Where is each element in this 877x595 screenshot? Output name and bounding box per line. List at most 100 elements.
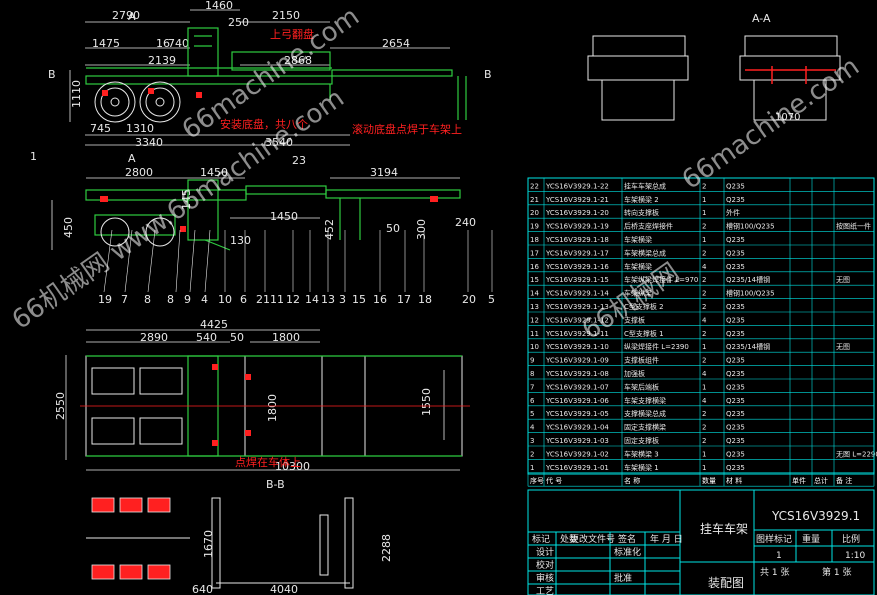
part-no-17: 17 [397, 293, 411, 306]
dim-top-3: 250 [228, 16, 249, 29]
section-dim: 1070 [775, 112, 800, 123]
bom-cell-material: Q235 [726, 263, 745, 271]
dim-bottom-3: 3340 [135, 136, 163, 149]
tb-label-3: 签名 [618, 533, 636, 545]
drawing-type: 装配图 [708, 576, 744, 590]
dim-bottom-2: 1310 [126, 122, 154, 135]
part-no-9: 9 [184, 293, 191, 306]
plan-dim-inner-vertical: 1800 [266, 394, 279, 422]
part-no-16: 16 [373, 293, 387, 306]
section-a-bottom: A [128, 152, 136, 165]
bom-cell-qty: 2 [702, 410, 706, 418]
bom-cell-qty: 1 [702, 196, 706, 204]
bom-cell-code: YCS16V3929.1-20 [545, 209, 609, 217]
tb-label-2: 更改文件号 [570, 533, 615, 545]
bom-cell-code: YCS16V3929.1-12 [545, 316, 609, 324]
title-block [527, 489, 875, 595]
bottom-view-title: B-B [266, 478, 285, 491]
tb-label-5: 设计 [536, 546, 554, 558]
side-dim-left-1: 450 [62, 217, 75, 238]
dim-inner-1: 2139 [148, 54, 176, 67]
dim-top-2: 1460 [205, 0, 233, 12]
bom-cell-name: 固定支撑横梁 [624, 423, 666, 432]
bom-cell-no: 16 [530, 263, 539, 271]
part-no-8b: 8 [167, 293, 174, 306]
bom-cell-qty: 2 [702, 303, 706, 311]
part-no-20: 20 [462, 293, 476, 306]
side-dim-top-4: 3194 [370, 166, 398, 179]
bom-cell-name: 车架横梁总成 [624, 248, 666, 257]
bom-cell-material: Q235/14槽钢 [726, 342, 770, 351]
bom-cell-material: Q235 [726, 303, 745, 311]
side-dim-inner-5: 50 [386, 222, 400, 235]
dim-top-4: 2150 [272, 9, 300, 22]
plan-dim-top-4: 50 [230, 331, 244, 344]
bottom-dim-4: 4040 [270, 583, 298, 595]
bom-cell-note: 按图纸一件 [836, 222, 871, 231]
side-dim-inner-3: 452 [323, 219, 336, 240]
weight-label: 重量 [802, 533, 820, 545]
bom-cell-no: 12 [530, 316, 539, 324]
dim-left-height: 1110 [70, 80, 83, 108]
tb-label-8: 校对 [536, 559, 554, 571]
bom-cell-no: 9 [530, 357, 534, 365]
bom-cell-no: 14 [530, 290, 539, 298]
dim-mid-2: 16 [156, 37, 170, 50]
drawing-no: YCS16V3929.1 [771, 509, 860, 523]
bom-cell-material: Q235 [726, 370, 745, 378]
bom-cell-name: C型支撑板 1 [624, 329, 664, 338]
bom-cell-code: YCS16V3929.1-08 [545, 370, 609, 378]
bom-cell-material: Q235 [726, 424, 745, 432]
bom-cell-name: 固定支撑板 [624, 436, 659, 445]
bom-cell-qty: 2 [702, 424, 706, 432]
bom-cell-code: YCS16V3929.1-10 [545, 343, 609, 351]
bom-cell-code: YCS16V3929.1-04 [545, 424, 609, 432]
bom-cell-code: YCS16V3929.1-03 [545, 437, 609, 445]
bom-cell-qty: 2 [702, 357, 706, 365]
bom-cell-code: YCS16V3929.1-16 [545, 263, 609, 271]
bom-cell-note: 备 注 [836, 476, 852, 485]
bottom-view: B-B 1670 2288 640 4040 [86, 478, 393, 595]
plan-dim-top-5: 1800 [272, 331, 300, 344]
side-view: 2800 1450 23 3194 1450 145 452 300 50 24… [30, 150, 495, 306]
bom-cell-qty: 4 [702, 397, 707, 405]
bom-cell-no: 7 [530, 383, 534, 391]
bom-cell-note: 无图 [836, 343, 850, 351]
bom-cell-material: Q235/14槽钢 [726, 275, 770, 284]
tb-label-0: 标记 [532, 533, 550, 545]
bom-cell-material: Q235 [726, 316, 745, 324]
bom-cell-name: 支撑横梁总成 [624, 409, 666, 418]
side-dim-top-2: 1450 [200, 166, 228, 179]
bom-cell-name: 车架横梁 [624, 262, 652, 271]
bom-cell-material: Q235 [726, 450, 745, 458]
bom-cell-no: 17 [530, 249, 539, 257]
dim-bottom-1: 745 [90, 122, 111, 135]
bom-cell-qty: 1 [702, 236, 706, 244]
bom-cell-no: 2 [530, 450, 534, 458]
bom-cell-code: YCS16V3929.1-06 [545, 397, 609, 405]
product-name: 挂车车架 [700, 521, 748, 536]
bom-cell-name: 车架支撑横梁 [624, 396, 666, 405]
tb-label-10: 批准 [614, 572, 632, 584]
tb-label-6: 标准化 [614, 546, 641, 558]
bom-cell-code: YCS16V3929.1-05 [545, 410, 609, 418]
bom-cell-code: YCS16V3929.1-19 [545, 223, 609, 231]
bom-cell-material: Q235 [726, 182, 745, 190]
bom-cell-material: Q235 [726, 410, 745, 418]
section-b-left: B [48, 68, 56, 81]
bom-cell-code: YCS16V3929.1-17 [545, 249, 609, 257]
tb-label-9: 工艺 [536, 586, 554, 595]
plan-dim-bottom: 10300 [275, 460, 310, 473]
dim-inner-2: 2868 [284, 54, 312, 67]
bom-cell-qty: 2 [702, 330, 706, 338]
part-no-8a: 8 [144, 293, 151, 306]
bom-cell-code: YCS16V3929.1-18 [545, 236, 609, 244]
section-views: A-A 1070 [587, 12, 841, 123]
bom-cell-code: YCS16V3929.1-02 [545, 450, 609, 458]
part-no-15: 15 [352, 293, 366, 306]
bom-cell-code: YCS16V3929.1-14 [545, 290, 609, 298]
bom-cell-no: 10 [530, 343, 539, 351]
side-dim-inner-6: 240 [455, 216, 476, 229]
bom-cell-qty: 2 [702, 249, 706, 257]
